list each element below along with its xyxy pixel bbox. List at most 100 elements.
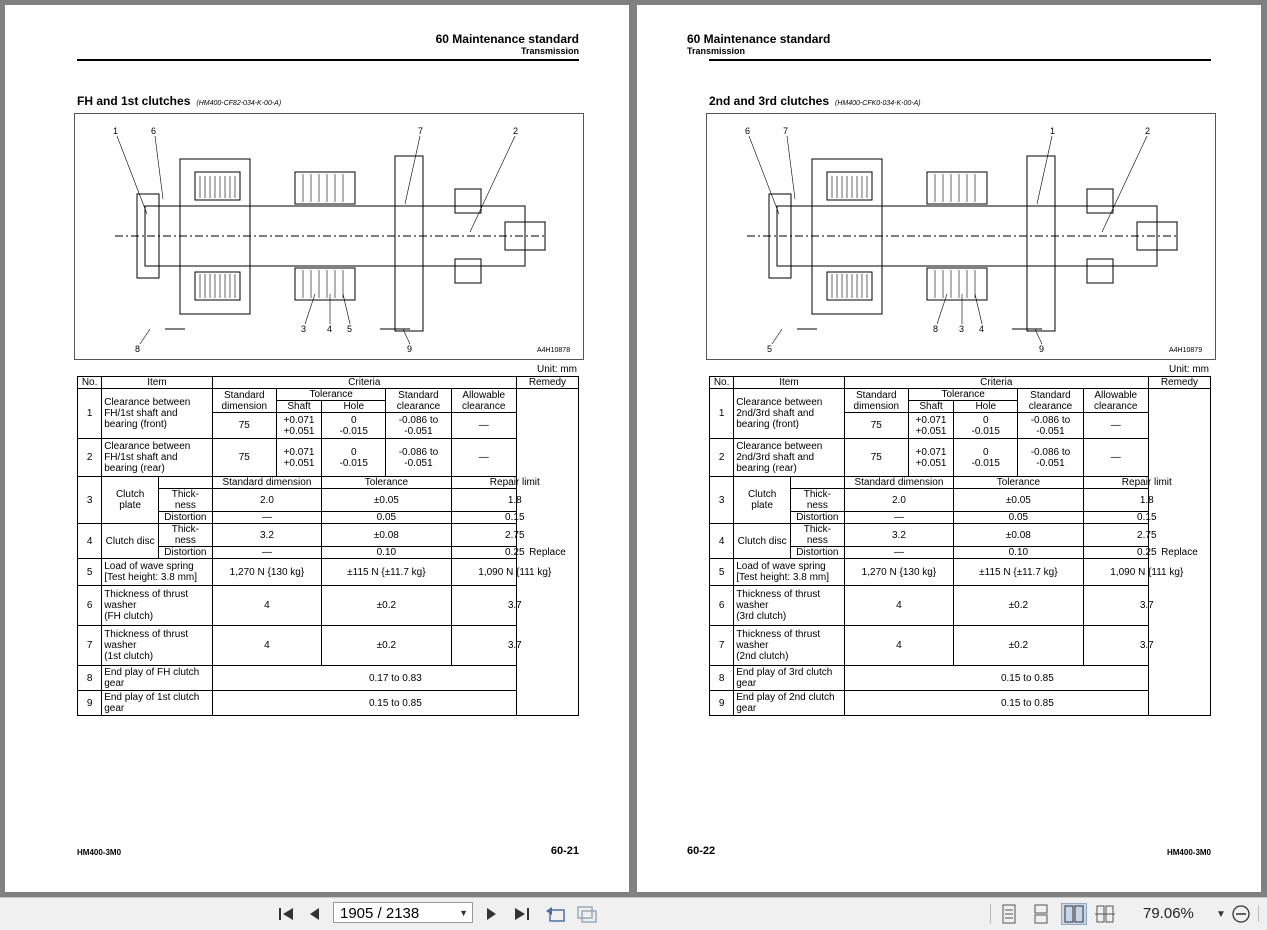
section-title: 2nd and 3rd clutches(HM400-CFK0-034-K-00… <box>709 94 921 108</box>
toolbar-divider <box>990 904 991 924</box>
scroll-icon[interactable] <box>1094 903 1116 925</box>
cell-value: 75 <box>211 438 277 477</box>
cell-item: End play of 3rd clutch gear <box>733 665 845 691</box>
cell-value: 3.7 <box>450 585 580 626</box>
table-row: 75 +0.071 +0.051 0 -0.015 -0.086 to -0.0… <box>710 412 1211 439</box>
header-shaft: Shaft <box>275 400 323 413</box>
cell-value: ±0.2 <box>321 585 452 626</box>
cell-value: 0.17 to 0.83 <box>211 665 580 691</box>
prev-page-icon[interactable] <box>305 903 323 925</box>
cell-value: — <box>450 438 517 477</box>
cell-item: Clearance between FH/1st shaft and beari… <box>101 388 213 439</box>
callout-label: 5 <box>347 324 352 334</box>
cell-value: -0.086 to -0.051 <box>1017 438 1084 477</box>
table-row: 4 Clutch disc Thick- ness 3.2 ±0.08 2.75 <box>708 523 1212 559</box>
header-std-dim: Standard dimension <box>211 388 277 413</box>
cross-section-figure: 6 7 1 2 8 3 4 5 9 A4H10879 <box>706 113 1216 360</box>
cell-value: +0.071 +0.051 <box>275 412 323 439</box>
header-repair: Repair limit <box>450 476 580 489</box>
section-title: FH and 1st clutches(HM400-CF82-034-K-00-… <box>77 94 282 108</box>
table-row: 3 Clutch plate Standard dimension Tolera… <box>76 476 580 524</box>
cell-value: 4 <box>211 585 323 626</box>
header-remedy: Remedy <box>1147 376 1212 389</box>
cell-value: 0.15 <box>450 511 580 524</box>
cell-no: 7 <box>708 625 735 666</box>
table-row: No. Item Criteria Remedy <box>76 376 580 389</box>
header-title: 60 Maintenance standard <box>435 32 579 46</box>
last-page-icon[interactable] <box>512 903 532 925</box>
first-page-icon[interactable] <box>276 903 296 925</box>
document-page-left: 60 Maintenance standard Transmission FH … <box>5 5 629 892</box>
table-row: 2 Clearance between 2nd/3rd shaft and be… <box>708 438 1211 477</box>
header-tolerance: Tolerance <box>321 476 452 489</box>
header-std-dim: Standard dimension <box>843 476 955 489</box>
header-allow-clear: Allowable clearance <box>1082 388 1149 413</box>
cell-value: 0.10 <box>953 546 1084 559</box>
cell-value: 2.75 <box>1082 523 1212 547</box>
header-allow-clear: Allowable clearance <box>450 388 517 413</box>
cell-value: 3.7 <box>1082 625 1212 666</box>
cell-value: — <box>1082 412 1149 439</box>
header-std-clear: Standard clearance <box>1017 388 1084 413</box>
cell-no: 4 <box>708 523 735 559</box>
header-criteria: Criteria <box>211 376 517 389</box>
table-row: 3 Clutch plate Standard dimension Tolera… <box>708 476 1212 524</box>
cell-sub: Thick- ness <box>158 523 213 547</box>
cell-value: ±0.05 <box>953 488 1084 512</box>
chevron-down-icon[interactable]: ▼ <box>459 908 468 918</box>
two-page-icon[interactable] <box>1061 903 1087 925</box>
callout-label: 4 <box>327 324 332 334</box>
cell-value: ±0.2 <box>953 585 1084 626</box>
header-subtitle: Transmission <box>520 46 579 56</box>
footer-model: HM400-3M0 <box>77 848 122 857</box>
cell-value: 3.2 <box>843 523 955 547</box>
cell-value: 1.8 <box>1082 488 1212 512</box>
viewer-toolbar: 1905 / 2138 ▼ 79.06% ▼ <box>0 897 1267 930</box>
page-number-value: 1905 / 2138 <box>340 905 420 922</box>
cell-item: End play of FH clutch gear <box>101 665 213 691</box>
cell-value: 0.15 to 0.85 <box>211 690 580 716</box>
cell-no: 6 <box>708 585 735 626</box>
cell-sub: Distortion <box>790 546 845 559</box>
cell-value: ±115 N {±11.7 kg} <box>953 558 1084 586</box>
cell-item: Clutch disc <box>733 523 792 559</box>
zoom-level: 79.06% <box>1143 905 1194 922</box>
cell-value: 2.0 <box>211 488 323 512</box>
cell-value: -0.086 to -0.051 <box>385 412 452 439</box>
cell-no: 6 <box>76 585 103 626</box>
header-item: Item <box>733 376 845 389</box>
cell-value: 4 <box>843 585 955 626</box>
cell-item: Thickness of thrust washer (FH clutch) <box>101 585 213 626</box>
cell-sub: Distortion <box>790 511 845 524</box>
next-view-icon[interactable] <box>575 903 599 925</box>
cell-value: +0.071 +0.051 <box>275 438 323 477</box>
cell-no: 2 <box>708 438 735 477</box>
header-shaft: Shaft <box>907 400 955 413</box>
cell-value: 0 -0.015 <box>321 438 387 477</box>
cell-no: 9 <box>76 690 103 716</box>
next-page-icon[interactable] <box>483 903 501 925</box>
continuous-icon[interactable] <box>1030 903 1052 925</box>
table-row: 7 Thickness of thrust washer (1st clutch… <box>76 625 580 666</box>
cell-no: 8 <box>708 665 735 691</box>
page-number-input[interactable]: 1905 / 2138 ▼ <box>333 902 473 923</box>
footer-model: HM400-3M0 <box>1166 848 1211 857</box>
prev-view-icon[interactable] <box>543 903 567 925</box>
callout-label: 2 <box>1145 126 1150 136</box>
table-row: 6 Thickness of thrust washer (3rd clutch… <box>708 585 1212 626</box>
header-rule <box>709 59 1211 61</box>
single-page-icon[interactable] <box>998 903 1020 925</box>
zoom-out-icon[interactable] <box>1230 903 1252 925</box>
cell-value: — <box>450 412 517 439</box>
cell-value: +0.071 +0.051 <box>907 412 955 439</box>
cell-value: — <box>211 546 323 559</box>
zoom-dropdown-icon[interactable]: ▼ <box>1216 908 1226 920</box>
cell-no: 2 <box>76 438 103 477</box>
cell-item: End play of 1st clutch gear <box>101 690 213 716</box>
cell-value: 0 -0.015 <box>953 438 1019 477</box>
footer-page-number: 60-22 <box>687 845 716 857</box>
header-criteria: Criteria <box>843 376 1149 389</box>
cell-value: — <box>843 546 955 559</box>
callout-label: 8 <box>135 344 140 354</box>
document-page-right: 60 Maintenance standard Transmission 2nd… <box>637 5 1261 892</box>
